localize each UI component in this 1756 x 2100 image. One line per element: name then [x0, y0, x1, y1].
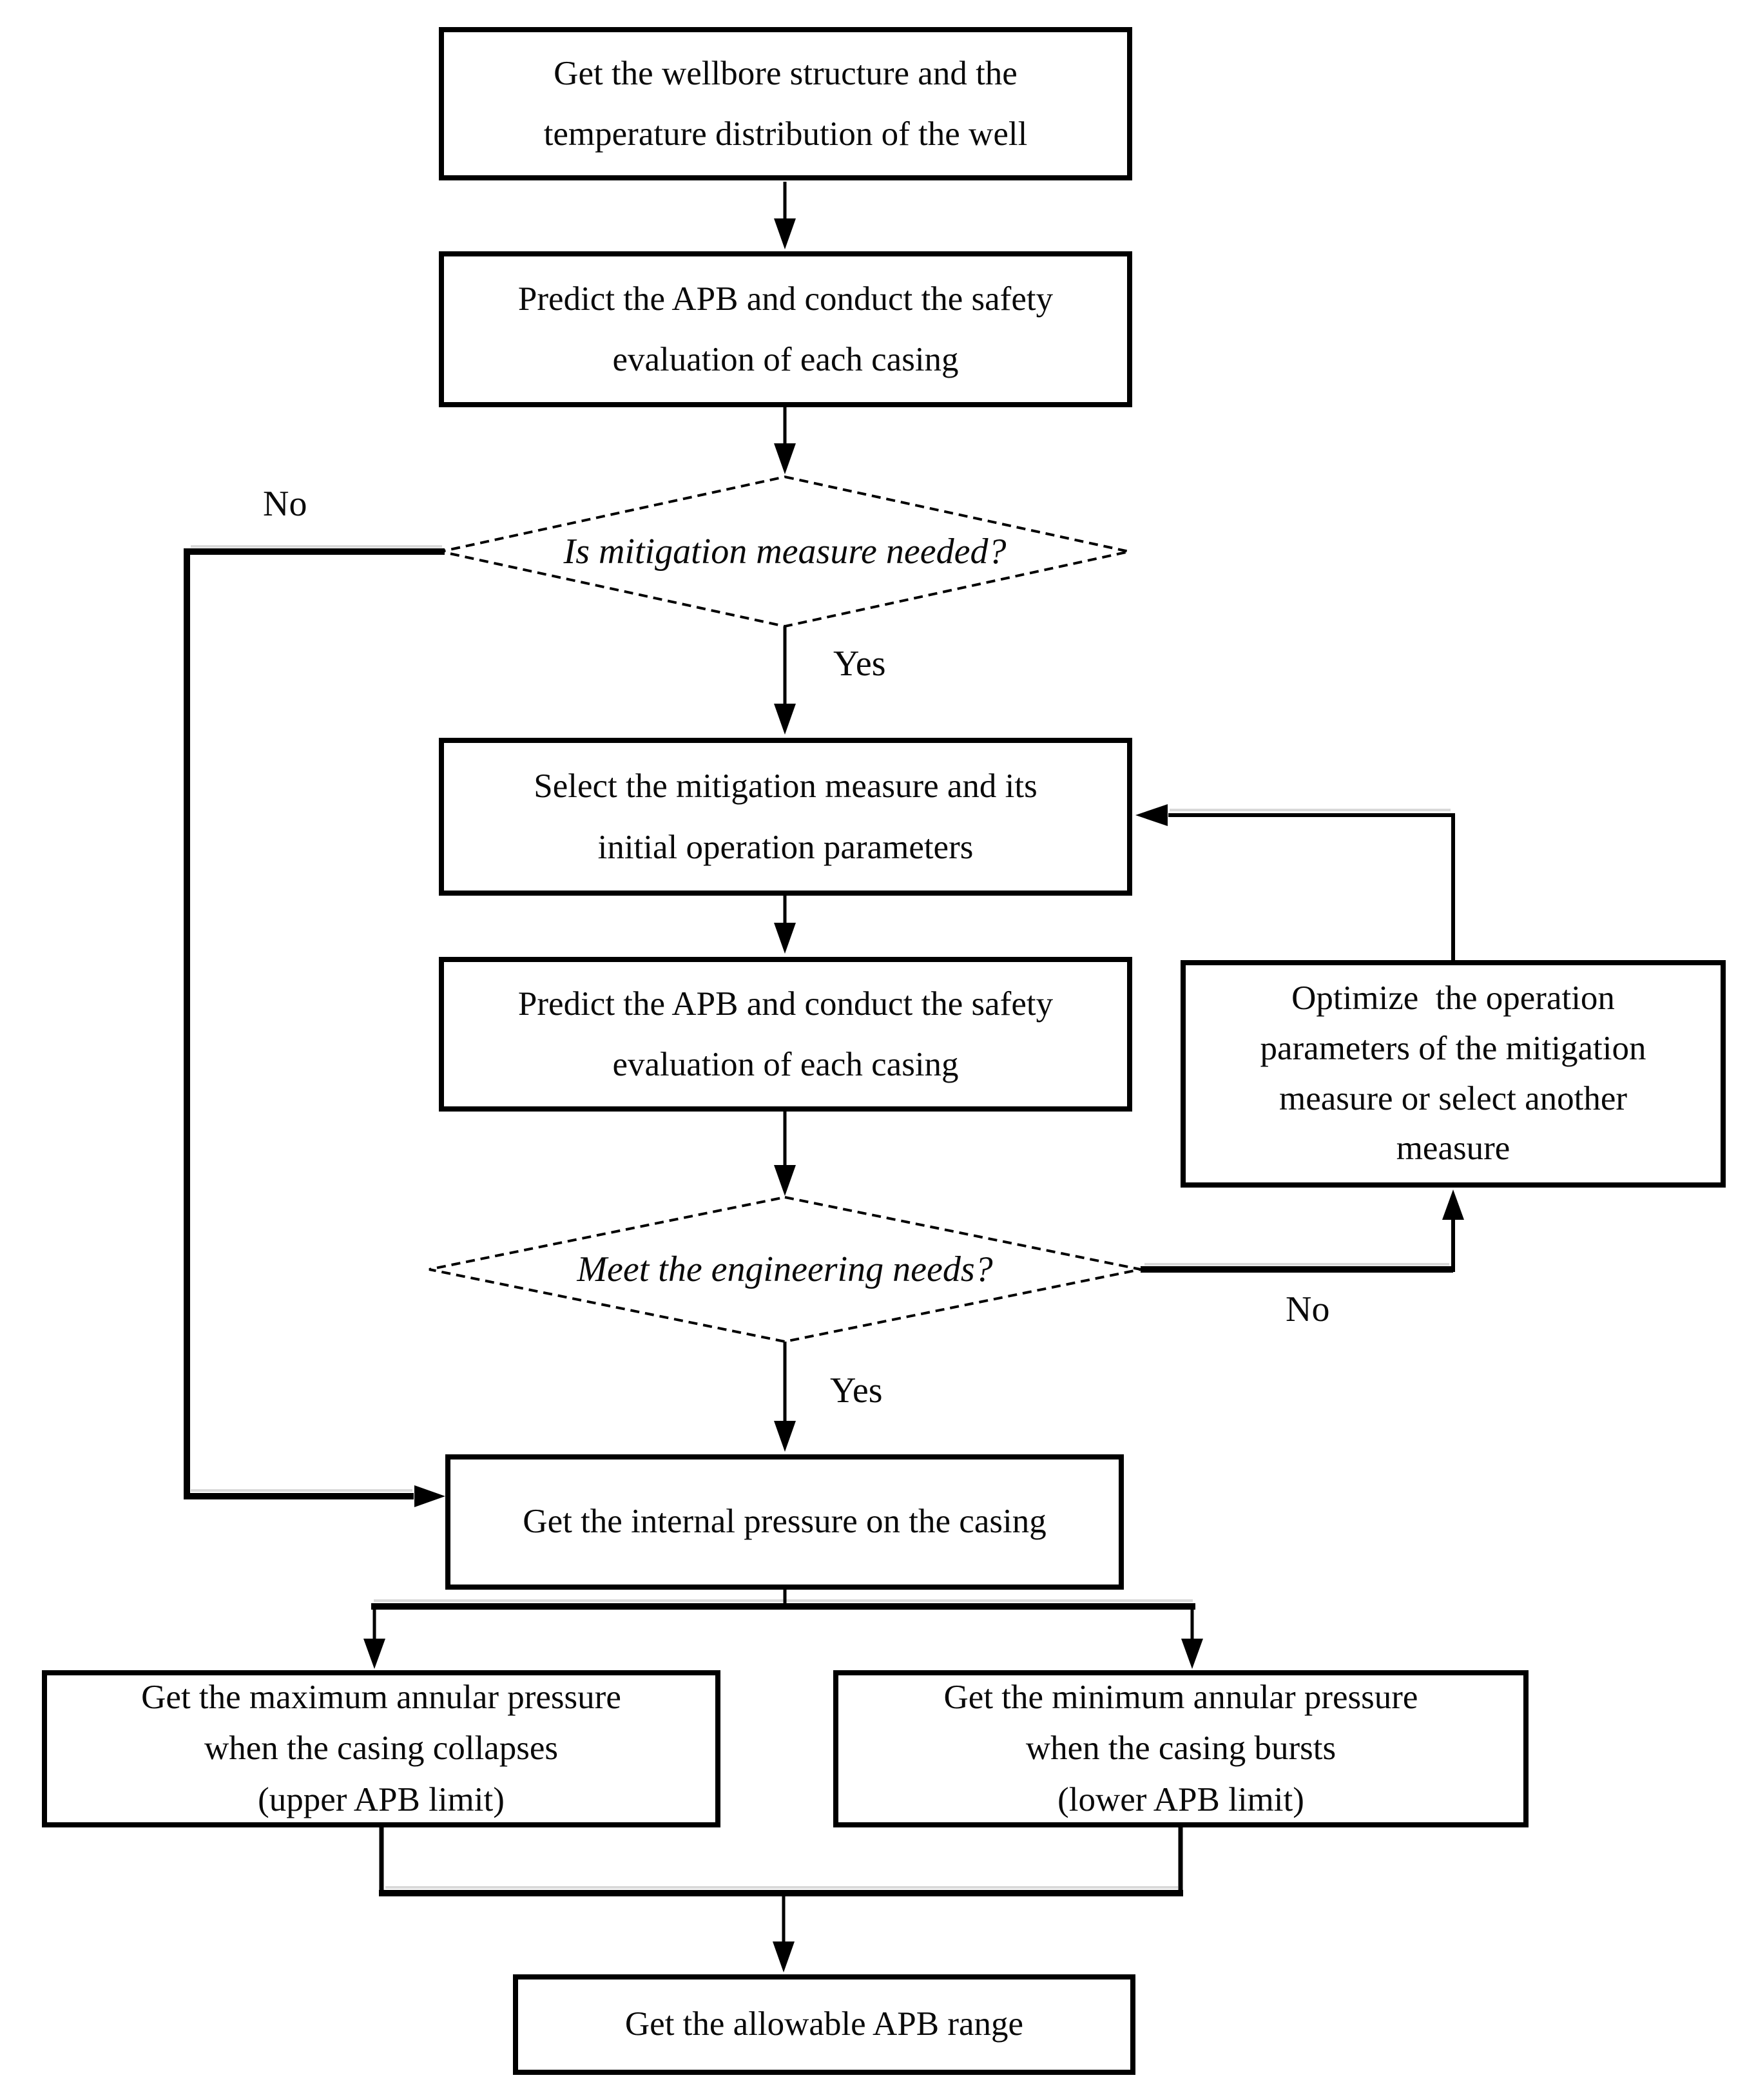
- edge-label-engineering-no: No: [1286, 1289, 1330, 1330]
- process-box-select-measure-label: Select the mitigation measure and its in…: [534, 767, 1037, 866]
- edge-label-mitigation-yes: Yes: [833, 644, 886, 684]
- process-box-allowable-apb-range: Get the allowable APB range: [513, 1974, 1135, 2075]
- process-box-lower-apb-limit: Get the minimum annular pressure when th…: [833, 1670, 1529, 1827]
- process-box-optimize-measure-label: Optimize the operation parameters of the…: [1260, 979, 1646, 1168]
- process-box-optimize-measure: Optimize the operation parameters of the…: [1181, 960, 1726, 1188]
- process-box-predict-apb-2: Predict the APB and conduct the safety e…: [439, 957, 1132, 1112]
- arrow-predict2-to-engineering-decision: [774, 1112, 796, 1196]
- arrow-mitigation-yes-to-select: [774, 626, 796, 735]
- process-box-internal-pressure-label: Get the internal pressure on the casing: [523, 1503, 1047, 1541]
- path-optimize-to-select: [1135, 804, 1455, 961]
- split-internal-pressure-to-limits: [363, 1590, 1203, 1669]
- path-engineering-no-to-optimize: [1141, 1190, 1464, 1273]
- decision-engineering-needs-label: Meet the engineering needs?: [577, 1249, 993, 1289]
- process-box-wellbore-structure-label: Get the wellbore structure and the tempe…: [543, 54, 1028, 153]
- edge-label-mitigation-no: No: [263, 484, 307, 525]
- process-box-select-measure: Select the mitigation measure and its in…: [439, 738, 1132, 896]
- decision-mitigation-needed-label: Is mitigation measure needed?: [563, 532, 1007, 572]
- decision-diamond-mitigation-needed: Is mitigation measure needed?: [439, 475, 1131, 628]
- process-box-internal-pressure: Get the internal pressure on the casing: [445, 1454, 1124, 1590]
- decision-diamond-outline: [429, 1195, 1141, 1344]
- edge-label-engineering-yes: Yes: [830, 1371, 883, 1411]
- arrow-select-to-predict2: [774, 896, 796, 954]
- arrow-engineering-yes-to-internal-pressure: [774, 1342, 796, 1452]
- process-box-upper-apb-limit-label: Get the maximum annular pressure when th…: [141, 1678, 621, 1818]
- decision-diamond-engineering-needs: Meet the engineering needs?: [427, 1195, 1143, 1344]
- process-box-upper-apb-limit: Get the maximum annular pressure when th…: [42, 1670, 720, 1827]
- process-box-allowable-apb-range-label: Get the allowable APB range: [624, 2005, 1024, 2043]
- arrow-predict1-to-mitigation-decision: [774, 407, 796, 474]
- process-box-predict-apb-1-label: Predict the APB and conduct the safety e…: [517, 280, 1054, 378]
- process-box-wellbore-structure: Get the wellbore structure and the tempe…: [439, 27, 1132, 180]
- path-mitigation-no-to-internal-pressure: [184, 548, 445, 1507]
- merge-limits-to-allowable-range: [379, 1826, 1183, 1972]
- process-box-predict-apb-1: Predict the APB and conduct the safety e…: [439, 251, 1132, 407]
- process-box-lower-apb-limit-label: Get the minimum annular pressure when th…: [943, 1678, 1418, 1818]
- arrow-wellbore-to-predict1: [774, 182, 796, 249]
- process-box-predict-apb-2-label: Predict the APB and conduct the safety e…: [517, 985, 1054, 1083]
